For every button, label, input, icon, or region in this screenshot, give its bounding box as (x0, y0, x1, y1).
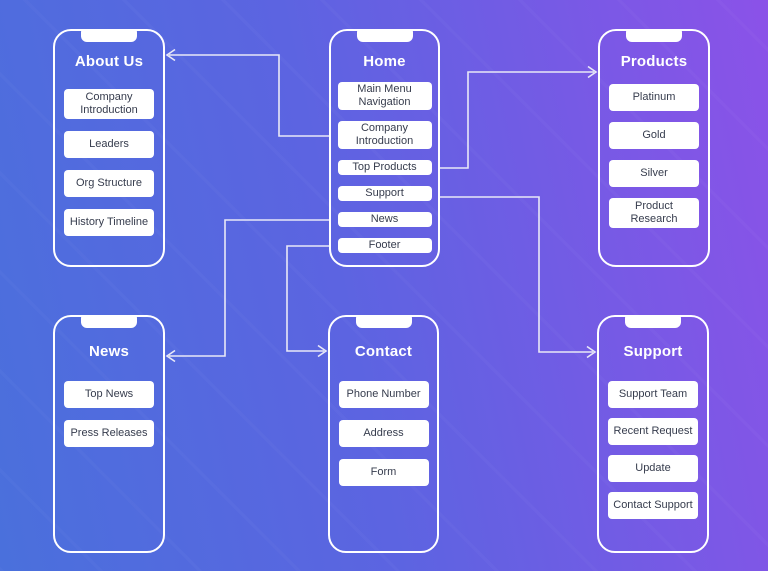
connector-home-to-contact (286, 245, 329, 352)
menu-item-product-research[interactable]: Product Research (609, 198, 699, 228)
phone-notch (355, 315, 412, 328)
screen-title-about-us: About Us (74, 53, 144, 70)
menu-contact: Phone Number Address Form (338, 381, 429, 486)
menu-item-contact-support[interactable]: Contact Support (608, 492, 698, 519)
menu-support: Support Team Recent Request Update Conta… (608, 381, 698, 519)
phone-notch (81, 29, 137, 42)
connector-home-to-products (440, 71, 594, 169)
menu-item-news[interactable]: News (337, 212, 432, 227)
phone-notch (356, 29, 413, 42)
menu-item-org-structure[interactable]: Org Structure (64, 170, 154, 197)
screen-contact: Contact Phone Number Address Form (328, 315, 439, 553)
menu-item-top-products[interactable]: Top Products (337, 160, 432, 175)
menu-item-platinum[interactable]: Platinum (609, 84, 699, 111)
screen-news: News Top News Press Releases (53, 315, 165, 553)
menu-item-form[interactable]: Form (338, 459, 429, 486)
phone-notch (81, 315, 137, 328)
menu-item-support[interactable]: Support (337, 186, 432, 201)
screen-about-us: About Us Company Introduction Leaders Or… (53, 29, 165, 267)
menu-item-company-introduction[interactable]: Company Introduction (337, 121, 432, 149)
menu-item-gold[interactable]: Gold (609, 122, 699, 149)
menu-item-support-team[interactable]: Support Team (608, 381, 698, 408)
phone-notch (625, 315, 681, 328)
screen-support: Support Support Team Recent Request Upda… (597, 315, 709, 553)
menu-item-address[interactable]: Address (338, 420, 429, 447)
arrowhead-to-support (586, 345, 597, 359)
menu-item-company-introduction[interactable]: Company Introduction (64, 89, 154, 119)
screen-title-home: Home (363, 53, 406, 70)
connector-home-to-about-us (169, 54, 329, 137)
menu-item-phone-number[interactable]: Phone Number (338, 381, 429, 408)
arrowhead-to-about-us (165, 48, 176, 62)
menu-item-history-timeline[interactable]: History Timeline (64, 209, 154, 236)
screen-home: Home Main Menu Navigation Company Introd… (329, 29, 440, 267)
arrowhead-to-products (587, 65, 598, 79)
menu-news: Top News Press Releases (64, 381, 154, 447)
menu-item-recent-request[interactable]: Recent Request (608, 418, 698, 445)
screen-title-products: Products (620, 53, 688, 70)
screen-title-support: Support (623, 343, 683, 360)
menu-item-update[interactable]: Update (608, 455, 698, 482)
connector-home-to-support (440, 196, 593, 353)
menu-home: Main Menu Navigation Company Introductio… (337, 82, 432, 253)
menu-item-footer[interactable]: Footer (337, 238, 432, 253)
menu-item-leaders[interactable]: Leaders (64, 131, 154, 158)
menu-item-main-menu-navigation[interactable]: Main Menu Navigation (337, 82, 432, 110)
screen-title-news: News (89, 343, 129, 360)
screen-title-contact: Contact (354, 343, 413, 360)
connector-home-to-news (169, 219, 329, 357)
arrowhead-to-news (165, 349, 176, 363)
screen-products: Products Platinum Gold Silver Product Re… (598, 29, 710, 267)
phone-notch (626, 29, 682, 42)
menu-item-top-news[interactable]: Top News (64, 381, 154, 408)
menu-item-press-releases[interactable]: Press Releases (64, 420, 154, 447)
menu-about-us: Company Introduction Leaders Org Structu… (64, 89, 154, 236)
menu-item-silver[interactable]: Silver (609, 160, 699, 187)
arrowhead-to-contact (317, 344, 328, 358)
menu-products: Platinum Gold Silver Product Research (609, 84, 699, 228)
